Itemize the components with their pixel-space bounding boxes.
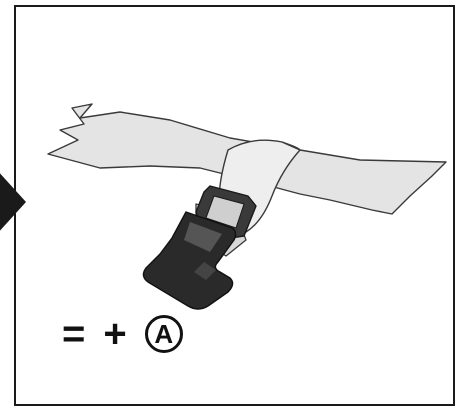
pointer-arrow-icon (0, 158, 26, 246)
plus-symbol: + (103, 312, 127, 356)
buckle-highlight (184, 222, 222, 252)
equals-symbol: = (62, 312, 86, 356)
buckle-adjuster-window (205, 195, 245, 229)
strap-loop-edge (281, 141, 301, 151)
formula: = + A (62, 312, 183, 356)
buckle-notch (194, 262, 216, 280)
circled-label-a: A (144, 315, 183, 353)
